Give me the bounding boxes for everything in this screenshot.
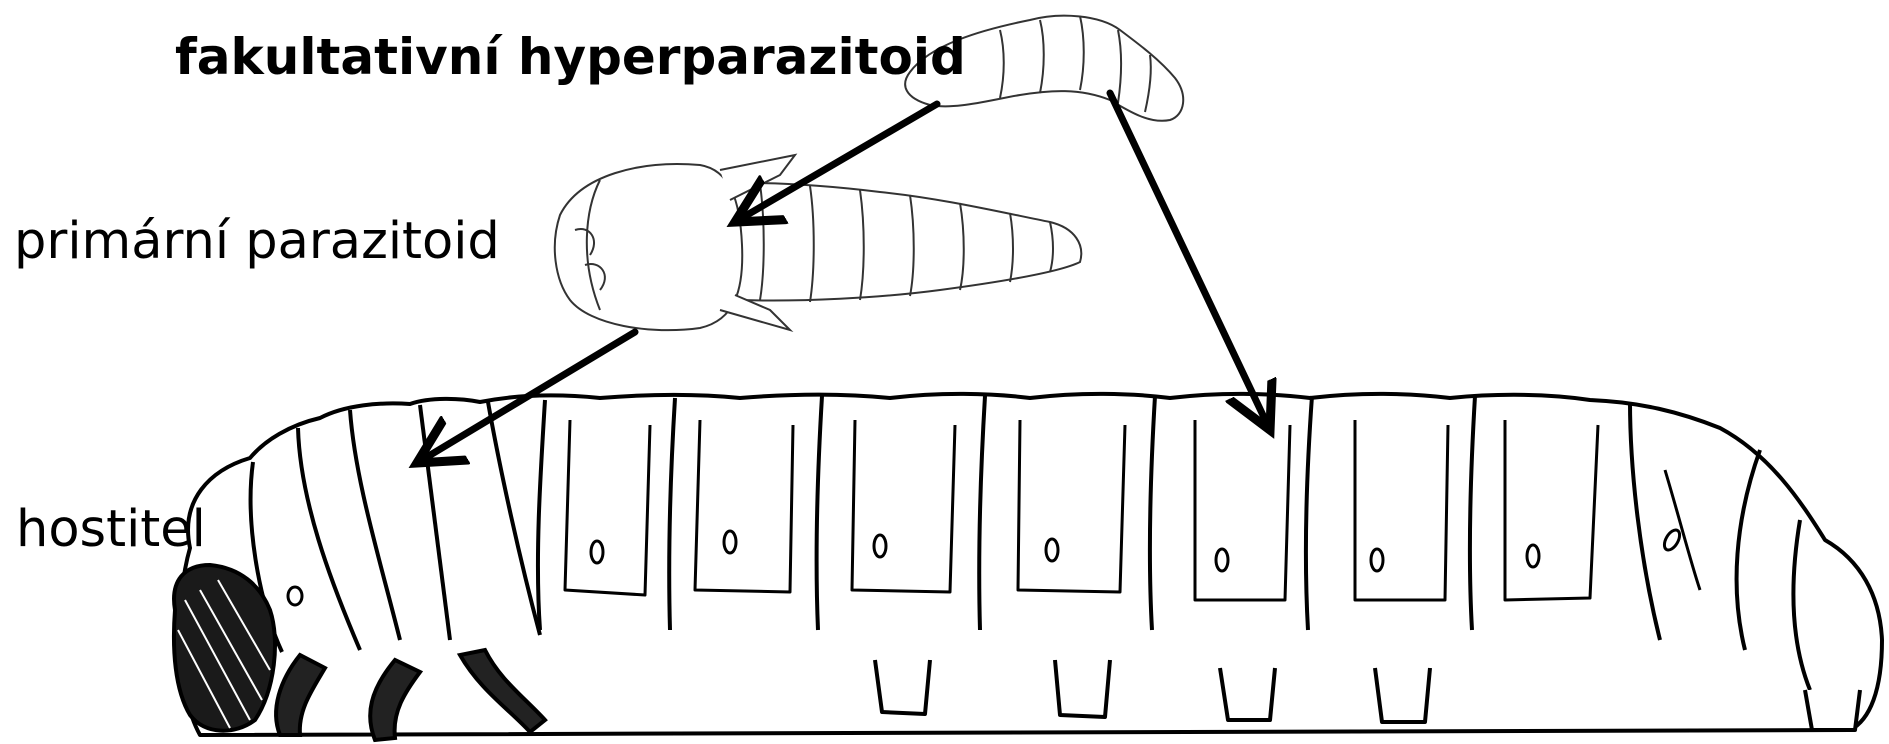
arrow-hyper-to-host [1110, 93, 1270, 430]
label-hyperparasitoid: fakultativní hyperparazitoid [175, 28, 966, 86]
label-primary-parasitoid: primární parazitoid [14, 212, 500, 271]
host-caterpillar [180, 394, 1882, 735]
primary-parasitoid-drawing [555, 155, 1081, 330]
label-host: hostitel [16, 500, 206, 559]
host-head [174, 565, 275, 731]
